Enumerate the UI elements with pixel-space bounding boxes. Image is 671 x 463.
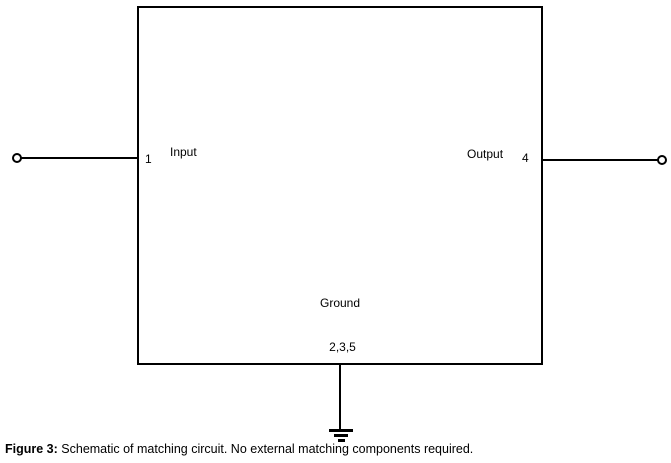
output-wire <box>543 159 658 161</box>
output-pin-number: 4 <box>522 151 529 165</box>
ground-label: Ground <box>319 296 361 310</box>
ground-bar-bottom <box>338 439 345 442</box>
circuit-block <box>137 6 543 365</box>
figure-caption-text: Schematic of matching circuit. No extern… <box>61 442 474 456</box>
ground-bar-top <box>329 429 353 432</box>
output-terminal-circle <box>657 155 667 165</box>
output-label: Output <box>467 147 504 161</box>
ground-bar-middle <box>334 434 348 437</box>
figure-caption: Figure 3: Schematic of matching circuit.… <box>5 442 665 457</box>
ground-wire <box>339 363 341 430</box>
input-wire <box>20 157 137 159</box>
input-label: Input <box>170 145 197 159</box>
figure-caption-label: Figure 3: <box>5 442 58 456</box>
ground-pin-numbers: 2,3,5 <box>329 340 356 354</box>
input-pin-number: 1 <box>145 152 152 166</box>
